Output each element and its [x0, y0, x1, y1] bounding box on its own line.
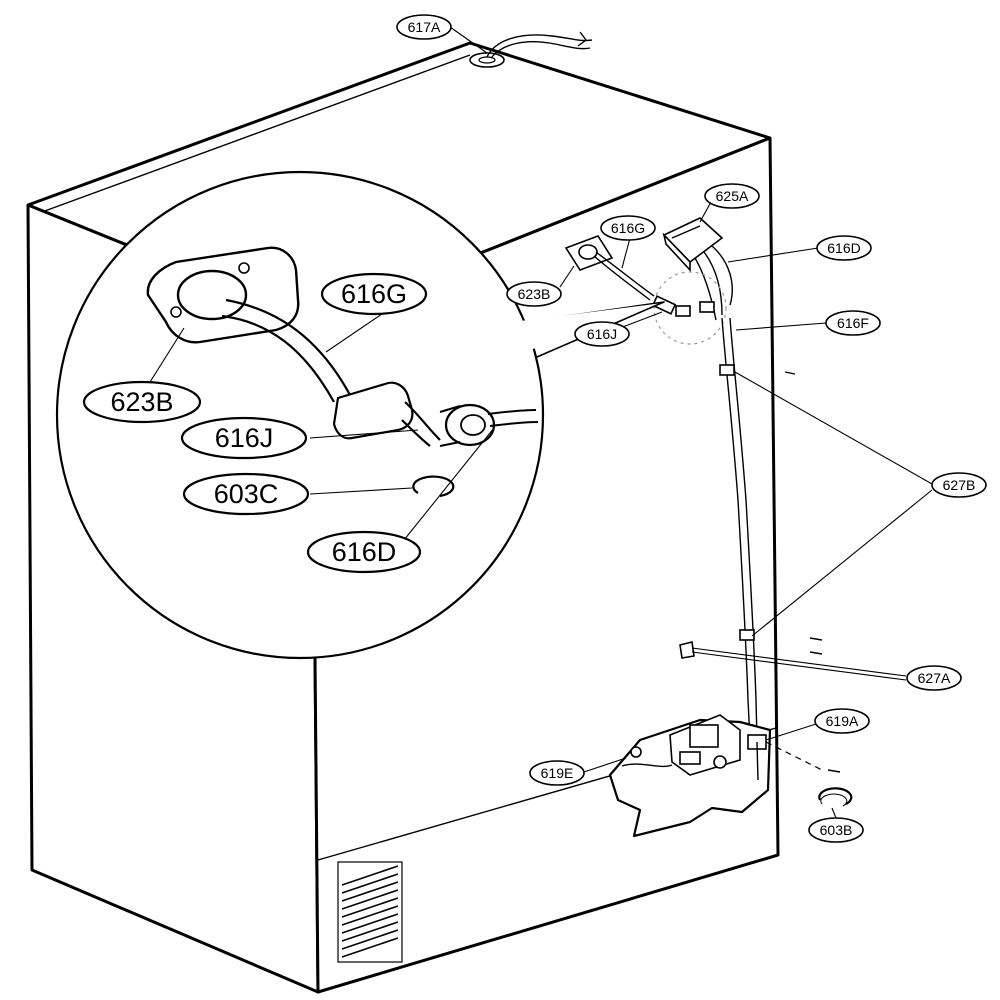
inlet-valve-assembly: [608, 714, 823, 838]
detail-callout-616j: 616J: [180, 416, 308, 460]
callout-616f: 616F: [825, 310, 881, 336]
callout-616g: 616G: [600, 215, 656, 241]
enlarged-grommet-plate: [146, 246, 351, 403]
callout-623b: 623B: [506, 281, 562, 307]
detail-callout-616d: 616D: [306, 530, 422, 574]
callout-619e-text: 619E: [541, 765, 574, 781]
callout-616d-text: 616D: [827, 240, 860, 256]
tube-joint-616j: [651, 271, 727, 345]
enlarged-ring-603c: [412, 475, 455, 498]
callout-619a-text: 619A: [826, 713, 859, 729]
callout-603b: 603B: [808, 817, 864, 843]
callout-617a-text: 617A: [408, 19, 441, 35]
callout-625a-text: 625A: [716, 188, 749, 204]
callout-617a: 617A: [396, 14, 452, 40]
detail-callout-616g: 616G: [320, 272, 428, 316]
detail-callout-603c: 603C: [182, 472, 310, 516]
detail-callout-623b: 623B: [82, 380, 202, 424]
screw-icon: [784, 371, 841, 773]
callout-616j: 616J: [574, 321, 630, 347]
callout-616g-text: 616G: [611, 220, 645, 236]
detail-callout-616d-text: 616D: [332, 537, 397, 567]
callout-627b: 627B: [931, 472, 987, 498]
detail-callout-616j-text: 616J: [215, 423, 274, 453]
callout-616j-text: 616J: [587, 326, 617, 342]
callout-616d: 616D: [816, 235, 872, 261]
callout-627a-text: 627A: [918, 670, 951, 686]
callout-627a: 627A: [906, 665, 962, 691]
detail-callout-603c-text: 603C: [214, 479, 279, 509]
cabinet-top-inner-edge: [41, 54, 471, 213]
grommet-plate-623b: [564, 235, 655, 301]
vent-grille-icon: [337, 861, 403, 963]
enlarged-joint: [332, 381, 539, 447]
leader-lines: [149, 26, 933, 819]
water-valve-icon: [662, 217, 733, 321]
callout-603b-text: 603B: [820, 822, 853, 838]
water-tube-616f: [679, 317, 758, 741]
detail-callout-616g-text: 616G: [341, 279, 407, 309]
detail-callout-623b-text: 623B: [110, 387, 173, 417]
callout-619a: 619A: [814, 708, 870, 734]
callout-616f-text: 616F: [837, 315, 869, 331]
callout-619e: 619E: [529, 760, 585, 786]
callout-627b-text: 627B: [943, 477, 976, 493]
retaining-ring-603b: [818, 787, 853, 807]
callout-623b-text: 623B: [518, 286, 551, 302]
callout-625a: 625A: [704, 183, 760, 209]
